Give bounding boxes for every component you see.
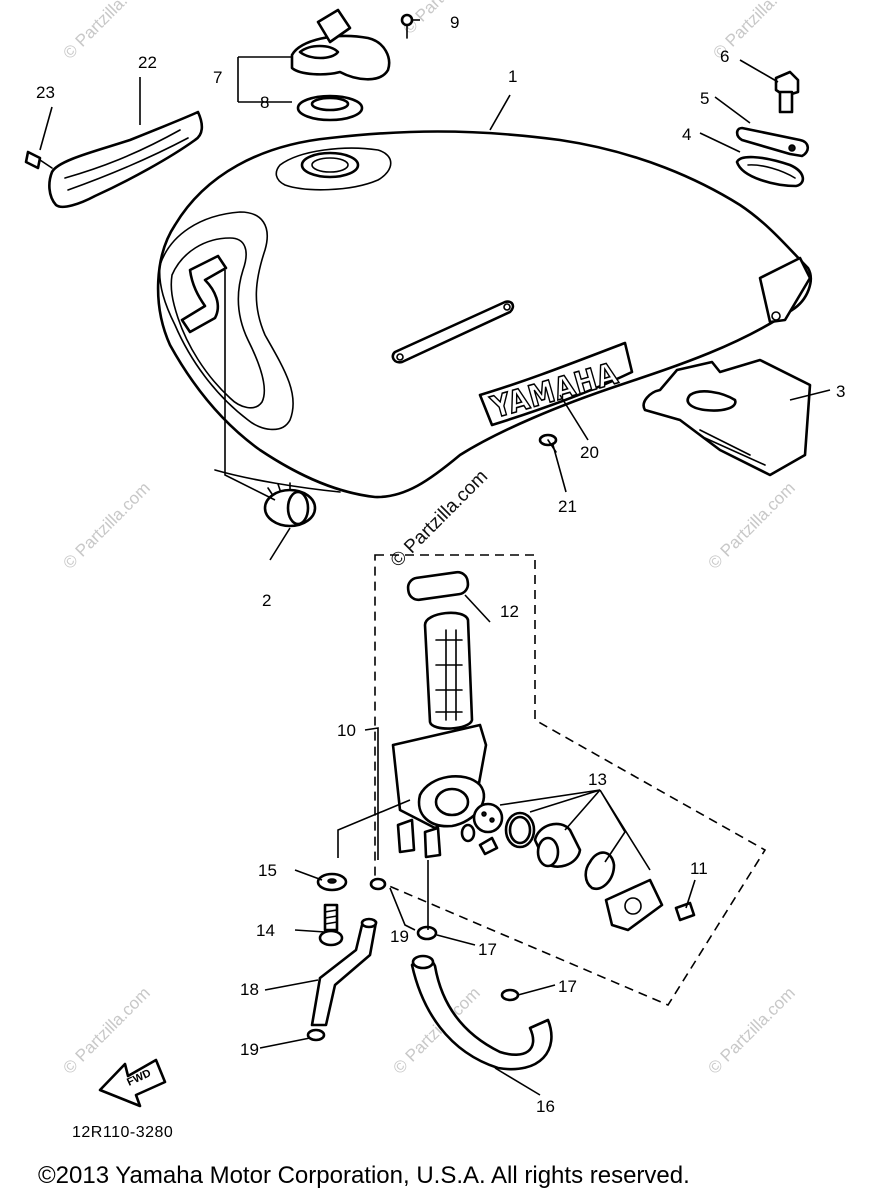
fuel-hose-long (410, 954, 553, 1071)
cock-lever-kit (472, 802, 664, 932)
callout-7: 7 (213, 68, 222, 87)
callout-21: 21 (558, 497, 577, 516)
callout-22: 22 (138, 53, 157, 72)
tank-grommet (263, 482, 317, 528)
callout-17: 17 (558, 977, 577, 996)
mount-bolt (318, 903, 344, 947)
forward-direction-arrow: FWD (98, 1058, 167, 1108)
callout-17: 17 (478, 940, 497, 959)
watermark: © Partzilla.com (59, 983, 153, 1077)
leader-lines (39, 19, 831, 1096)
rear-bolt (774, 70, 800, 114)
diagram-reference-code: 12R110-3280 (72, 1124, 174, 1141)
cock-o-ring (406, 570, 470, 602)
callout-14: 14 (256, 921, 275, 940)
washer (316, 872, 348, 892)
callout-2: 2 (262, 591, 271, 610)
fuel-tank (156, 130, 812, 499)
callout-23: 23 (36, 83, 55, 102)
cock-screw (674, 901, 696, 922)
callout-19: 19 (240, 1040, 259, 1059)
tank-cap (290, 8, 391, 81)
pad-screw (24, 150, 53, 170)
side-cover (642, 358, 812, 477)
assembly-group-outline (374, 554, 767, 1007)
callout-4: 4 (682, 125, 691, 144)
watermark: © Partzilla.com (704, 478, 798, 572)
callout-10: 10 (337, 721, 356, 740)
callout-18: 18 (240, 980, 259, 999)
callout-15: 15 (258, 861, 277, 880)
hose-clip (306, 877, 520, 1042)
callout-9: 9 (450, 13, 459, 32)
callout-13: 13 (588, 770, 607, 789)
callout-labels: 1 2 3 4 5 6 7 8 9 10 11 12 13 14 15 16 1… (36, 13, 845, 1116)
callout-12: 12 (500, 602, 519, 621)
watermark: © Partzilla.com (704, 983, 798, 1077)
callout-5: 5 (700, 89, 709, 108)
callout-19: 19 (390, 927, 409, 946)
rear-plate (735, 126, 810, 158)
tank-pad (48, 110, 204, 209)
callout-11: 11 (690, 859, 708, 878)
lever-screw (460, 823, 499, 856)
fuel-hose-short (310, 917, 378, 1027)
callout-1: 1 (508, 67, 517, 86)
fuel-cock (391, 611, 488, 859)
callout-20: 20 (580, 443, 599, 462)
callout-6: 6 (720, 47, 729, 66)
watermark: © Partzilla.com (399, 0, 493, 38)
cap-gasket (296, 94, 364, 122)
rear-damper (735, 155, 805, 188)
copyright-notice: ©2013 Yamaha Motor Corporation, U.S.A. A… (38, 1162, 690, 1189)
watermark: © Partzilla.com (59, 478, 153, 572)
callout-16: 16 (536, 1097, 555, 1116)
callout-8: 8 (260, 93, 269, 112)
callout-3: 3 (836, 382, 845, 401)
